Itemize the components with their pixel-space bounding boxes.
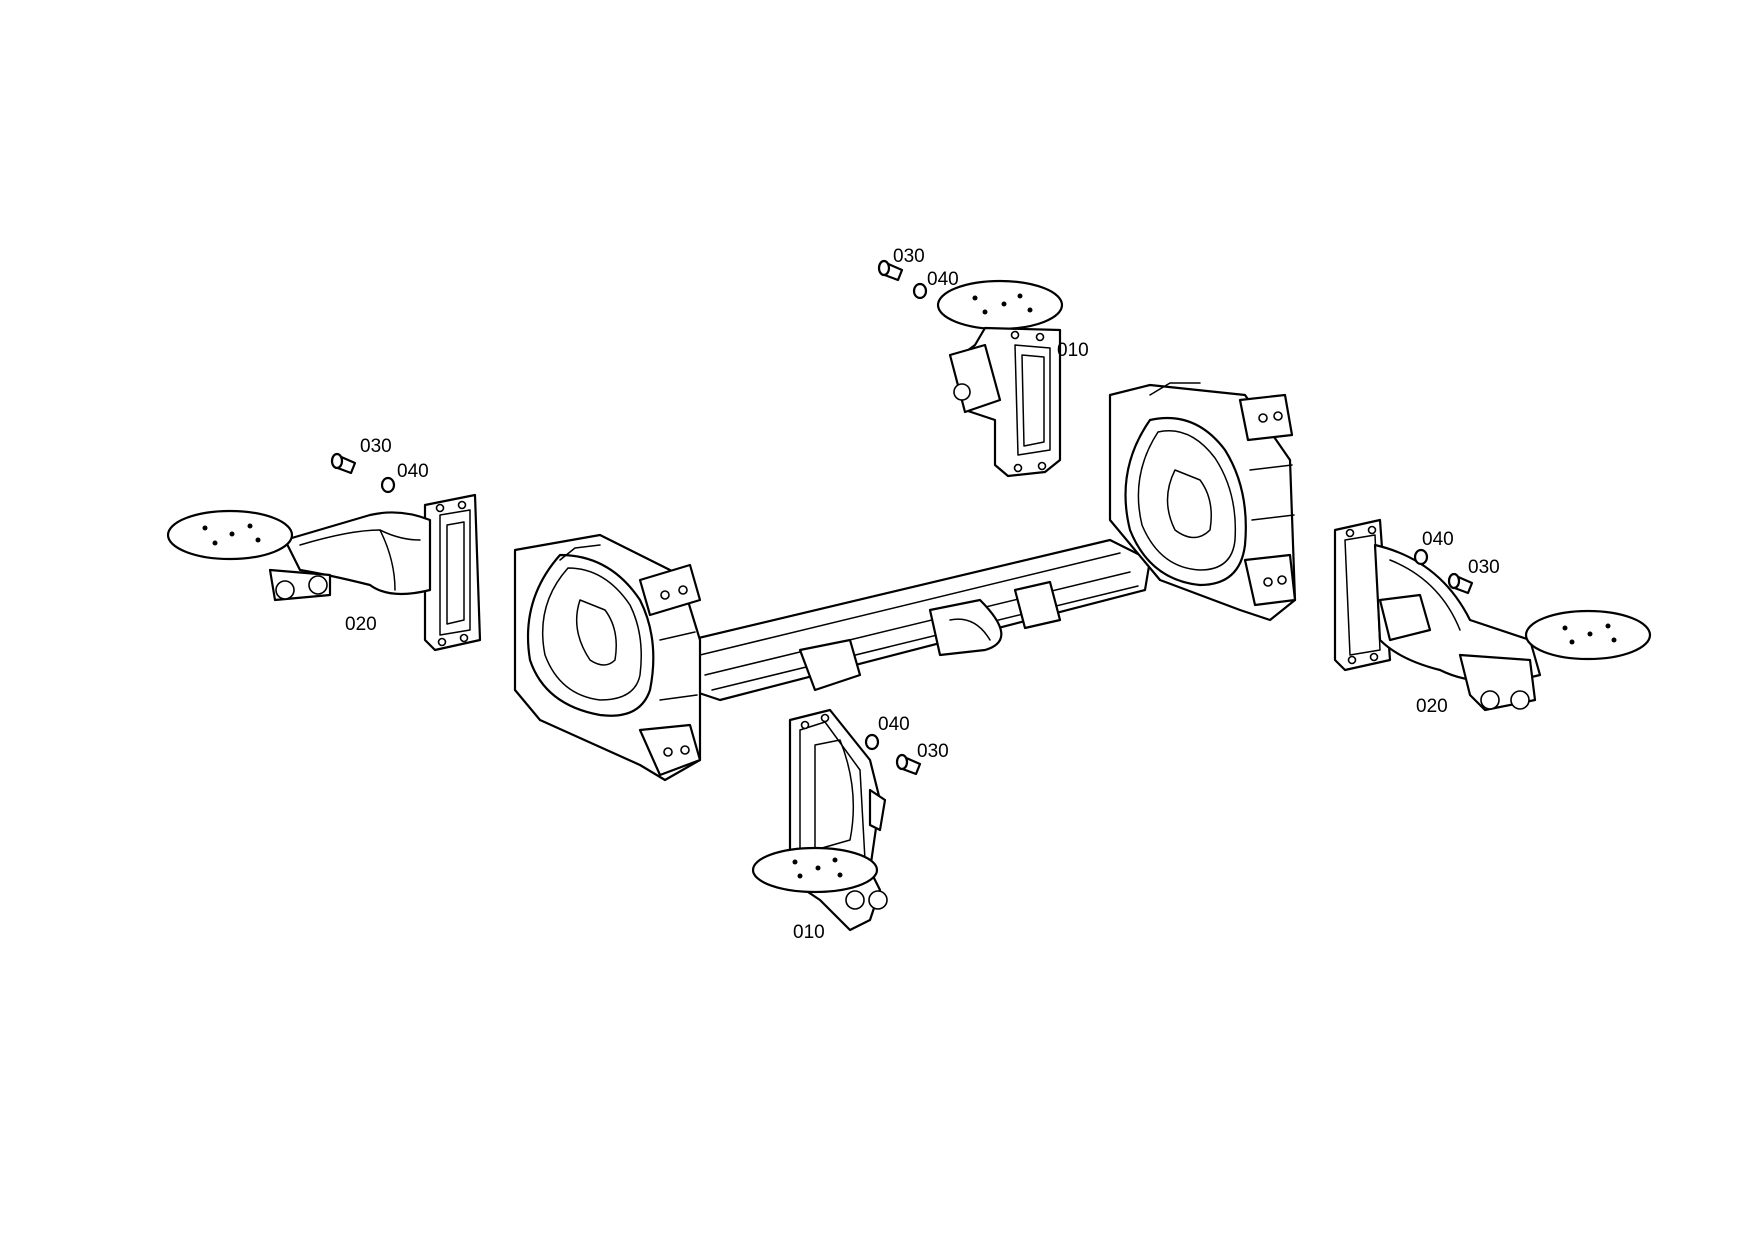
arm-right	[1333, 518, 1652, 712]
washer-right	[1413, 548, 1429, 566]
washer-top	[912, 282, 928, 300]
bolt-left	[330, 452, 357, 475]
callout-washer-right: 040	[1422, 529, 1454, 550]
bolt-right	[1447, 572, 1474, 595]
callout-part-left: 020	[345, 614, 377, 635]
callout-bolt-bottom: 030	[917, 741, 949, 762]
bracket-bottom	[751, 708, 888, 932]
axle-housing	[513, 382, 1297, 782]
bolt-top	[877, 259, 904, 282]
callout-part-bottom: 010	[793, 922, 825, 943]
callout-washer-left: 040	[397, 461, 429, 482]
washer-bottom	[864, 733, 880, 751]
arm-left	[166, 493, 482, 652]
bracket-top	[936, 279, 1064, 478]
callout-bolt-left: 030	[360, 436, 392, 457]
callout-washer-bottom: 040	[878, 714, 910, 735]
callout-part-top: 010	[1057, 340, 1089, 361]
bolt-bottom	[895, 753, 922, 776]
callout-bolt-right: 030	[1468, 557, 1500, 578]
callout-bolt-top: 030	[893, 246, 925, 267]
callout-part-right: 020	[1416, 696, 1448, 717]
callout-washer-top: 040	[927, 269, 959, 290]
washer-left	[380, 476, 396, 494]
